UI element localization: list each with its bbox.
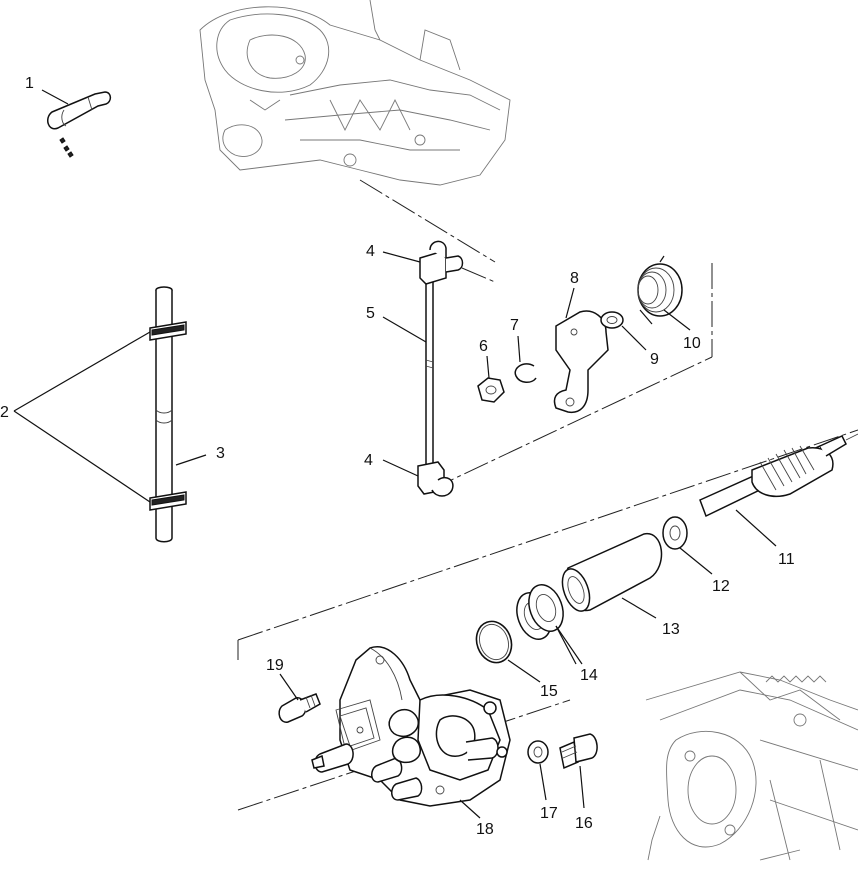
part-2-clip-upper (149, 321, 187, 341)
callout-4-upper: 4 (366, 243, 375, 260)
callout-7: 7 (510, 317, 519, 334)
callout-9: 9 (650, 351, 659, 368)
callout-16: 16 (575, 815, 593, 832)
callout-11: 11 (778, 551, 795, 568)
part-1-pin (47, 91, 112, 158)
callout-8: 8 (570, 270, 579, 287)
part-12-washer (662, 516, 688, 550)
part-10-spring (637, 255, 683, 325)
callout-12: 12 (712, 578, 730, 595)
part-9-washer (600, 311, 624, 329)
callout-19: 19 (266, 657, 284, 674)
callout-5: 5 (366, 305, 375, 322)
callout-13: 13 (662, 621, 680, 638)
part-11-gear-shaft (699, 433, 858, 518)
engine-housing-outline-top (199, 0, 511, 186)
part-7-e-clip (514, 363, 537, 383)
callout-18: 18 (476, 821, 494, 838)
leader-lines (13, 89, 777, 819)
callout-6: 6 (479, 338, 488, 355)
part-18-oil-pump (311, 646, 511, 807)
callout-4-lower: 4 (364, 452, 373, 469)
part-17-washer (527, 740, 549, 764)
callout-3: 3 (216, 445, 225, 462)
callout-10: 10 (683, 335, 701, 352)
part-5-linkage-rod (425, 277, 434, 471)
part-16-bleed-screw (559, 733, 598, 770)
part-14-seal-pair (516, 584, 564, 640)
callout-14: 14 (580, 667, 598, 684)
callout-17: 17 (540, 805, 558, 822)
part-6-nut (477, 377, 505, 403)
callout-1: 1 (25, 75, 34, 92)
part-4-upper-ball-joint (419, 240, 464, 285)
engine-housing-outline-bottom (645, 671, 858, 861)
part-4-lower-ball-joint (417, 461, 454, 497)
part-13-sleeve (561, 533, 663, 612)
callout-2: 2 (0, 404, 9, 421)
part-15-o-ring (475, 620, 513, 664)
callout-15: 15 (540, 683, 558, 700)
part-8-bracket (553, 310, 609, 414)
part-2-clip-lower (149, 491, 187, 511)
part-19-bolt (278, 693, 321, 723)
callouts: 1 2 3 4 4 5 6 7 8 9 10 11 12 13 14 15 16… (0, 75, 795, 838)
part-3-shaft (155, 286, 173, 543)
